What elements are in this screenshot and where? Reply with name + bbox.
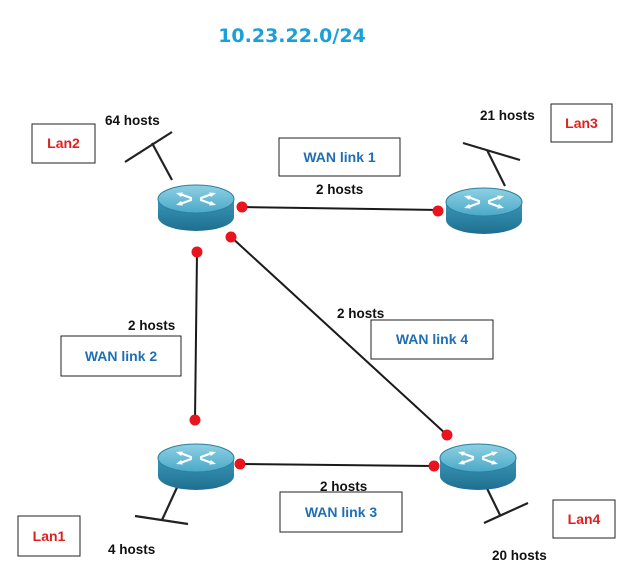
lan-segment-icon — [462, 141, 521, 187]
wan-link-1-label: WAN link 1 — [303, 149, 376, 165]
lan1-hosts: 4 hosts — [108, 542, 155, 557]
network-address-title: 10.23.22.0/24 — [218, 25, 366, 47]
wan-link-3-label: WAN link 3 — [305, 504, 378, 520]
router-icon[interactable] — [438, 442, 518, 492]
wan-link-1-label-box: WAN link 1 — [278, 137, 401, 177]
interface-dots — [189, 201, 453, 472]
wan-link-3-label-box: WAN link 3 — [279, 491, 403, 533]
lan2-label-box: Lan2 — [31, 123, 96, 164]
wan-link-2-line — [194, 251, 198, 421]
wan-link-1-line — [239, 206, 441, 211]
lan4-hosts: 20 hosts — [492, 548, 547, 563]
lan1-label-box: Lan1 — [17, 515, 81, 557]
router-icon[interactable] — [156, 183, 236, 233]
lan2-label: Lan2 — [47, 135, 80, 151]
wan-link-2-label-box: WAN link 2 — [60, 335, 182, 377]
wan-link-3-line — [239, 463, 434, 467]
wan-link-3-hosts: 2 hosts — [320, 479, 367, 494]
lan4-label-box: Lan4 — [552, 499, 616, 539]
lan3-label: Lan3 — [565, 115, 598, 131]
lan-segment-icon — [124, 131, 173, 181]
lan1-label: Lan1 — [33, 528, 66, 544]
lan4-label: Lan4 — [568, 511, 601, 527]
wan-link-4-hosts: 2 hosts — [337, 306, 384, 321]
lan3-hosts: 21 hosts — [480, 108, 535, 123]
router-icon[interactable] — [156, 442, 236, 492]
wan-link-4-line — [229, 235, 448, 436]
wan-link-2-label: WAN link 2 — [85, 348, 158, 364]
wan-link-1-hosts: 2 hosts — [316, 182, 363, 197]
wan-link-4-label: WAN link 4 — [396, 331, 469, 347]
lan2-hosts: 64 hosts — [105, 113, 160, 128]
lan3-label-box: Lan3 — [550, 103, 613, 143]
wan-link-2-hosts: 2 hosts — [128, 318, 175, 333]
router-icon[interactable] — [444, 186, 524, 236]
wan-link-4-label-box: WAN link 4 — [370, 319, 494, 360]
